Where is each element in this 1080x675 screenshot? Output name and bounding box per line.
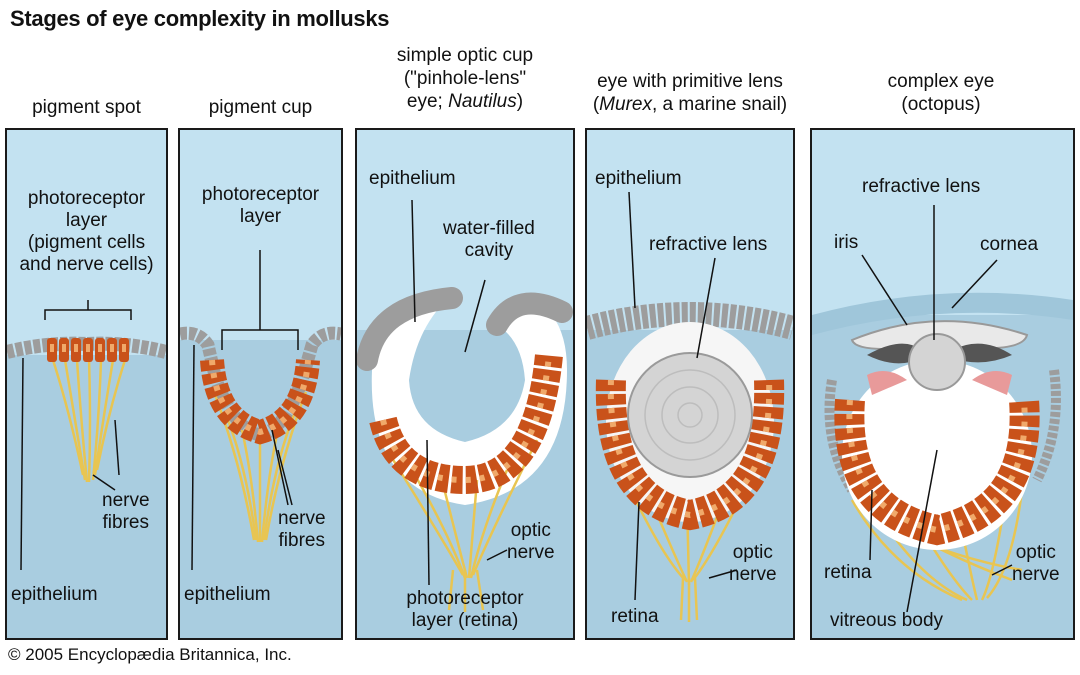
nerve-fibres bbox=[51, 359, 127, 483]
pointer-lines bbox=[20, 300, 132, 571]
epithelium-right bbox=[486, 292, 573, 336]
label-photoreceptor-layer: photoreceptor layer (pigment cells and n… bbox=[19, 188, 154, 275]
retina-highlights bbox=[846, 399, 1028, 534]
panel-4-title-murex: Murex bbox=[599, 94, 652, 115]
panel-3-title-eye: eye; bbox=[406, 91, 449, 112]
pigment-spot-illustration bbox=[7, 300, 166, 638]
label-refractive-lens: refractive lens bbox=[649, 234, 768, 255]
label-optic-nerve: optic nerve bbox=[507, 520, 555, 563]
epithelium-left bbox=[357, 287, 463, 371]
label-vitreous-body: vitreous body bbox=[830, 610, 944, 631]
pointer-lines bbox=[411, 199, 508, 586]
label-water-filled-cavity: water-filled cavity bbox=[443, 218, 535, 261]
simple-optic-cup-illustration bbox=[357, 199, 573, 638]
panel-3-title-line1: simple optic cup bbox=[396, 45, 534, 66]
panel-complex-eye: refractive lens iris cornea retina optic… bbox=[810, 128, 1075, 640]
refractive-lens-shape bbox=[908, 333, 966, 391]
label-optic-nerve: optic nerve bbox=[1012, 542, 1060, 585]
panel-4-title: eye with primitive lens (Murex, a marine… bbox=[575, 70, 805, 116]
panel-pigment-spot: photoreceptor layer (pigment cells and n… bbox=[5, 128, 168, 640]
panel-4-title-rest: , a marine snail) bbox=[651, 94, 788, 115]
skin-layer bbox=[812, 292, 1073, 335]
label-epithelium: epithelium bbox=[11, 584, 98, 605]
label-photoreceptor-layer: photoreceptor layer bbox=[201, 184, 320, 227]
panel-2-title: pigment cup bbox=[208, 97, 313, 118]
primitive-lens-illustration bbox=[587, 191, 793, 638]
label-iris: iris bbox=[834, 232, 859, 253]
panel-1-title: pigment spot bbox=[32, 97, 141, 118]
epithelium-layer bbox=[7, 336, 166, 359]
pointer-lines bbox=[628, 191, 738, 601]
panel-3-title-close: ) bbox=[516, 91, 524, 112]
refractive-lens-shape bbox=[627, 352, 753, 478]
panel-4-title-line1: eye with primitive lens bbox=[597, 71, 783, 92]
label-photoreceptor-layer-retina: photoreceptor layer (retina) bbox=[406, 588, 524, 631]
label-epithelium: epithelium bbox=[369, 168, 456, 189]
epithelium-layer bbox=[587, 302, 793, 340]
label-cornea: cornea bbox=[980, 234, 1039, 255]
label-nerve-fibres: nerve fibres bbox=[278, 508, 326, 551]
panel-5-title: complex eye (octopus) bbox=[887, 71, 995, 115]
photoreceptor-highlights bbox=[380, 354, 552, 484]
panel-simple-optic-cup: epithelium water-filled cavity optic ner… bbox=[355, 128, 575, 640]
panel-3-title-nautilus: Nautilus bbox=[448, 91, 517, 112]
panel-3-title: simple optic cup ("pinhole-lens" eye; Na… bbox=[355, 44, 575, 113]
pointer-lines bbox=[861, 205, 1013, 613]
panel-pigment-cup: photoreceptor layer nerve fibres epithel… bbox=[178, 128, 343, 640]
label-epithelium: epithelium bbox=[595, 168, 682, 189]
diagram-title: Stages of eye complexity in mollusks bbox=[10, 6, 390, 31]
pigment-cup-illustration bbox=[180, 250, 341, 638]
label-epithelium: epithelium bbox=[184, 584, 271, 605]
panel-3-title-line2: ("pinhole-lens" bbox=[403, 68, 527, 89]
label-retina: retina bbox=[611, 606, 659, 627]
panel-4-title-line2: (Murex, a marine snail) bbox=[575, 93, 805, 116]
complex-eye-illustration bbox=[812, 205, 1073, 638]
copyright-notice: © 2005 Encyclopædia Britannica, Inc. bbox=[8, 645, 292, 664]
retina-highlights bbox=[607, 379, 773, 519]
panel-3-title-line3: eye; Nautilus) bbox=[355, 90, 575, 113]
label-optic-nerve: optic nerve bbox=[729, 542, 777, 585]
pigment-cells bbox=[47, 338, 129, 362]
label-nerve-fibres: nerve fibres bbox=[102, 490, 150, 533]
panel-4-title-open: ( bbox=[592, 94, 600, 115]
pointer-lines bbox=[191, 250, 299, 571]
label-refractive-lens: refractive lens bbox=[862, 176, 981, 197]
panel-primitive-lens: epithelium refractive lens optic nerve r… bbox=[585, 128, 795, 640]
pigment-cell-highlights bbox=[209, 359, 311, 436]
label-retina: retina bbox=[824, 562, 872, 583]
